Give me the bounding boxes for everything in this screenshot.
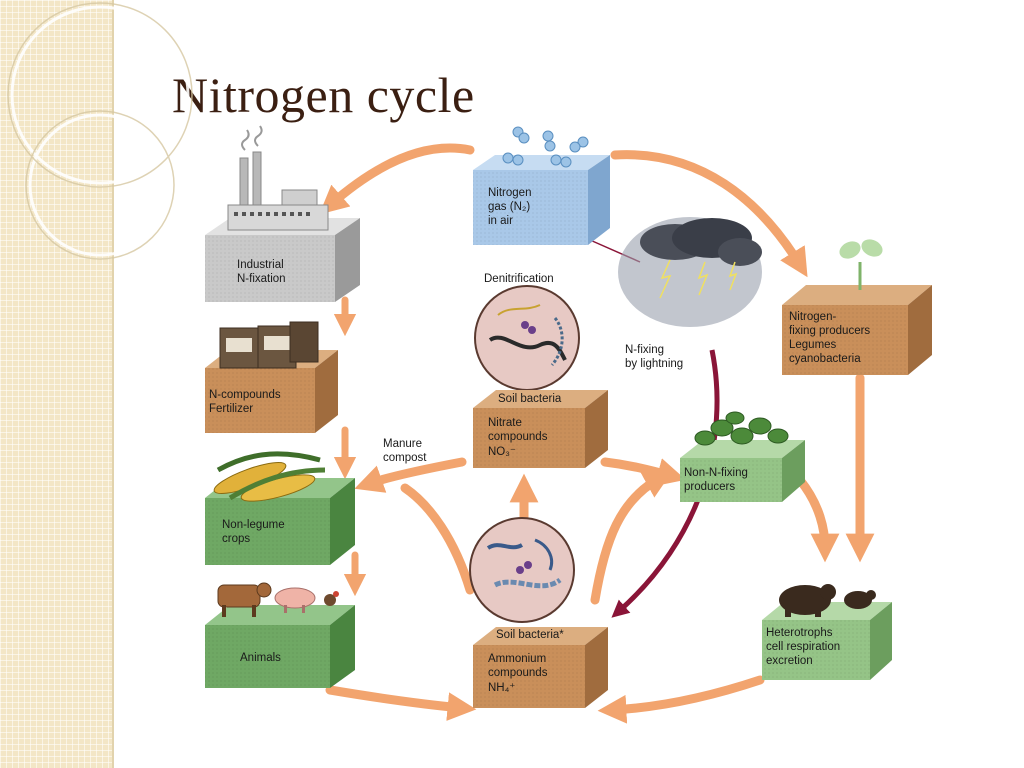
- animals-box: [205, 605, 355, 688]
- denitrification-label: Denitrification: [484, 273, 554, 285]
- plants-icon: [694, 411, 789, 446]
- arrow-air-to-legumes: [610, 150, 808, 278]
- arrow-animals-to-ammonium: [325, 685, 477, 721]
- manure-label: Manure compost: [383, 438, 427, 464]
- corn-icon: [213, 451, 326, 502]
- arrow-heterotrophs-to-ammonium: [597, 675, 765, 724]
- heterotrophs-box: [762, 602, 892, 680]
- arrow-nitrate-to-non-n-fixing: [600, 457, 686, 487]
- arrow-nitrate-to-crops: [354, 457, 467, 493]
- soil-bacteria-top-label: Soil bacteria: [498, 393, 562, 405]
- sprout-icon: [839, 239, 883, 290]
- factory-icon: [227, 125, 329, 231]
- arrow-air-to-industrial: [319, 143, 475, 215]
- ammonium-box: [473, 627, 608, 708]
- nitrogen-fixing-label: Nitrogen- fixing producers Legumes cyano…: [789, 311, 873, 365]
- n-compounds-label: N-compounds Fertilizer: [209, 389, 284, 415]
- ammonium-label: Ammonium compounds NH₄⁺: [488, 653, 551, 694]
- storm-cloud-icon: [618, 217, 762, 327]
- decorative-circles-shadow: [7, 2, 193, 260]
- sidebar-edge: [112, 0, 114, 768]
- lightning-label: N-fixing by lightning: [625, 344, 683, 370]
- fertilizer-bags-icon: [219, 321, 319, 369]
- slide-title: Nitrogen cycle: [172, 67, 475, 123]
- decorative-circles: [10, 5, 190, 257]
- bacteria-icon: [474, 285, 580, 391]
- farm-animals-icon: [217, 582, 339, 617]
- arrow-non-n-fixing-to-heterotrophs: [795, 475, 840, 563]
- soil-bacteria-bottom-label: Soil bacteria*: [496, 629, 564, 641]
- bears-icon: [779, 584, 876, 617]
- non-n-fixing-box: [680, 440, 805, 502]
- heterotrophs-label: Heterotrophs cell respiration excretion: [766, 627, 843, 667]
- arrow-ammonium-to-non-n-fixing: [590, 471, 673, 605]
- non-n-fixing-label: Non-N-fixing producers: [684, 467, 751, 493]
- industrial-label: Industrial N-fixation: [237, 259, 287, 285]
- non-legume-box: [205, 478, 355, 565]
- bacteria-icon-bottom: [469, 517, 575, 623]
- nitrogen-fixing-box: [782, 285, 932, 375]
- nitrogen-gas-label: Nitrogen gas (N₂) in air: [488, 187, 535, 227]
- nitrogen-gas-box: [473, 155, 610, 245]
- nitrate-label: Nitrate compounds NO₃⁻: [488, 417, 551, 458]
- non-legume-label: Non-legume crops: [222, 519, 288, 545]
- n2-molecules-icon: [502, 126, 589, 168]
- arrow-ammonium-curve-left: [400, 483, 475, 595]
- animals-label: Animals: [240, 652, 281, 664]
- cycle-arrows: [319, 143, 875, 724]
- nitrate-box: [473, 390, 608, 468]
